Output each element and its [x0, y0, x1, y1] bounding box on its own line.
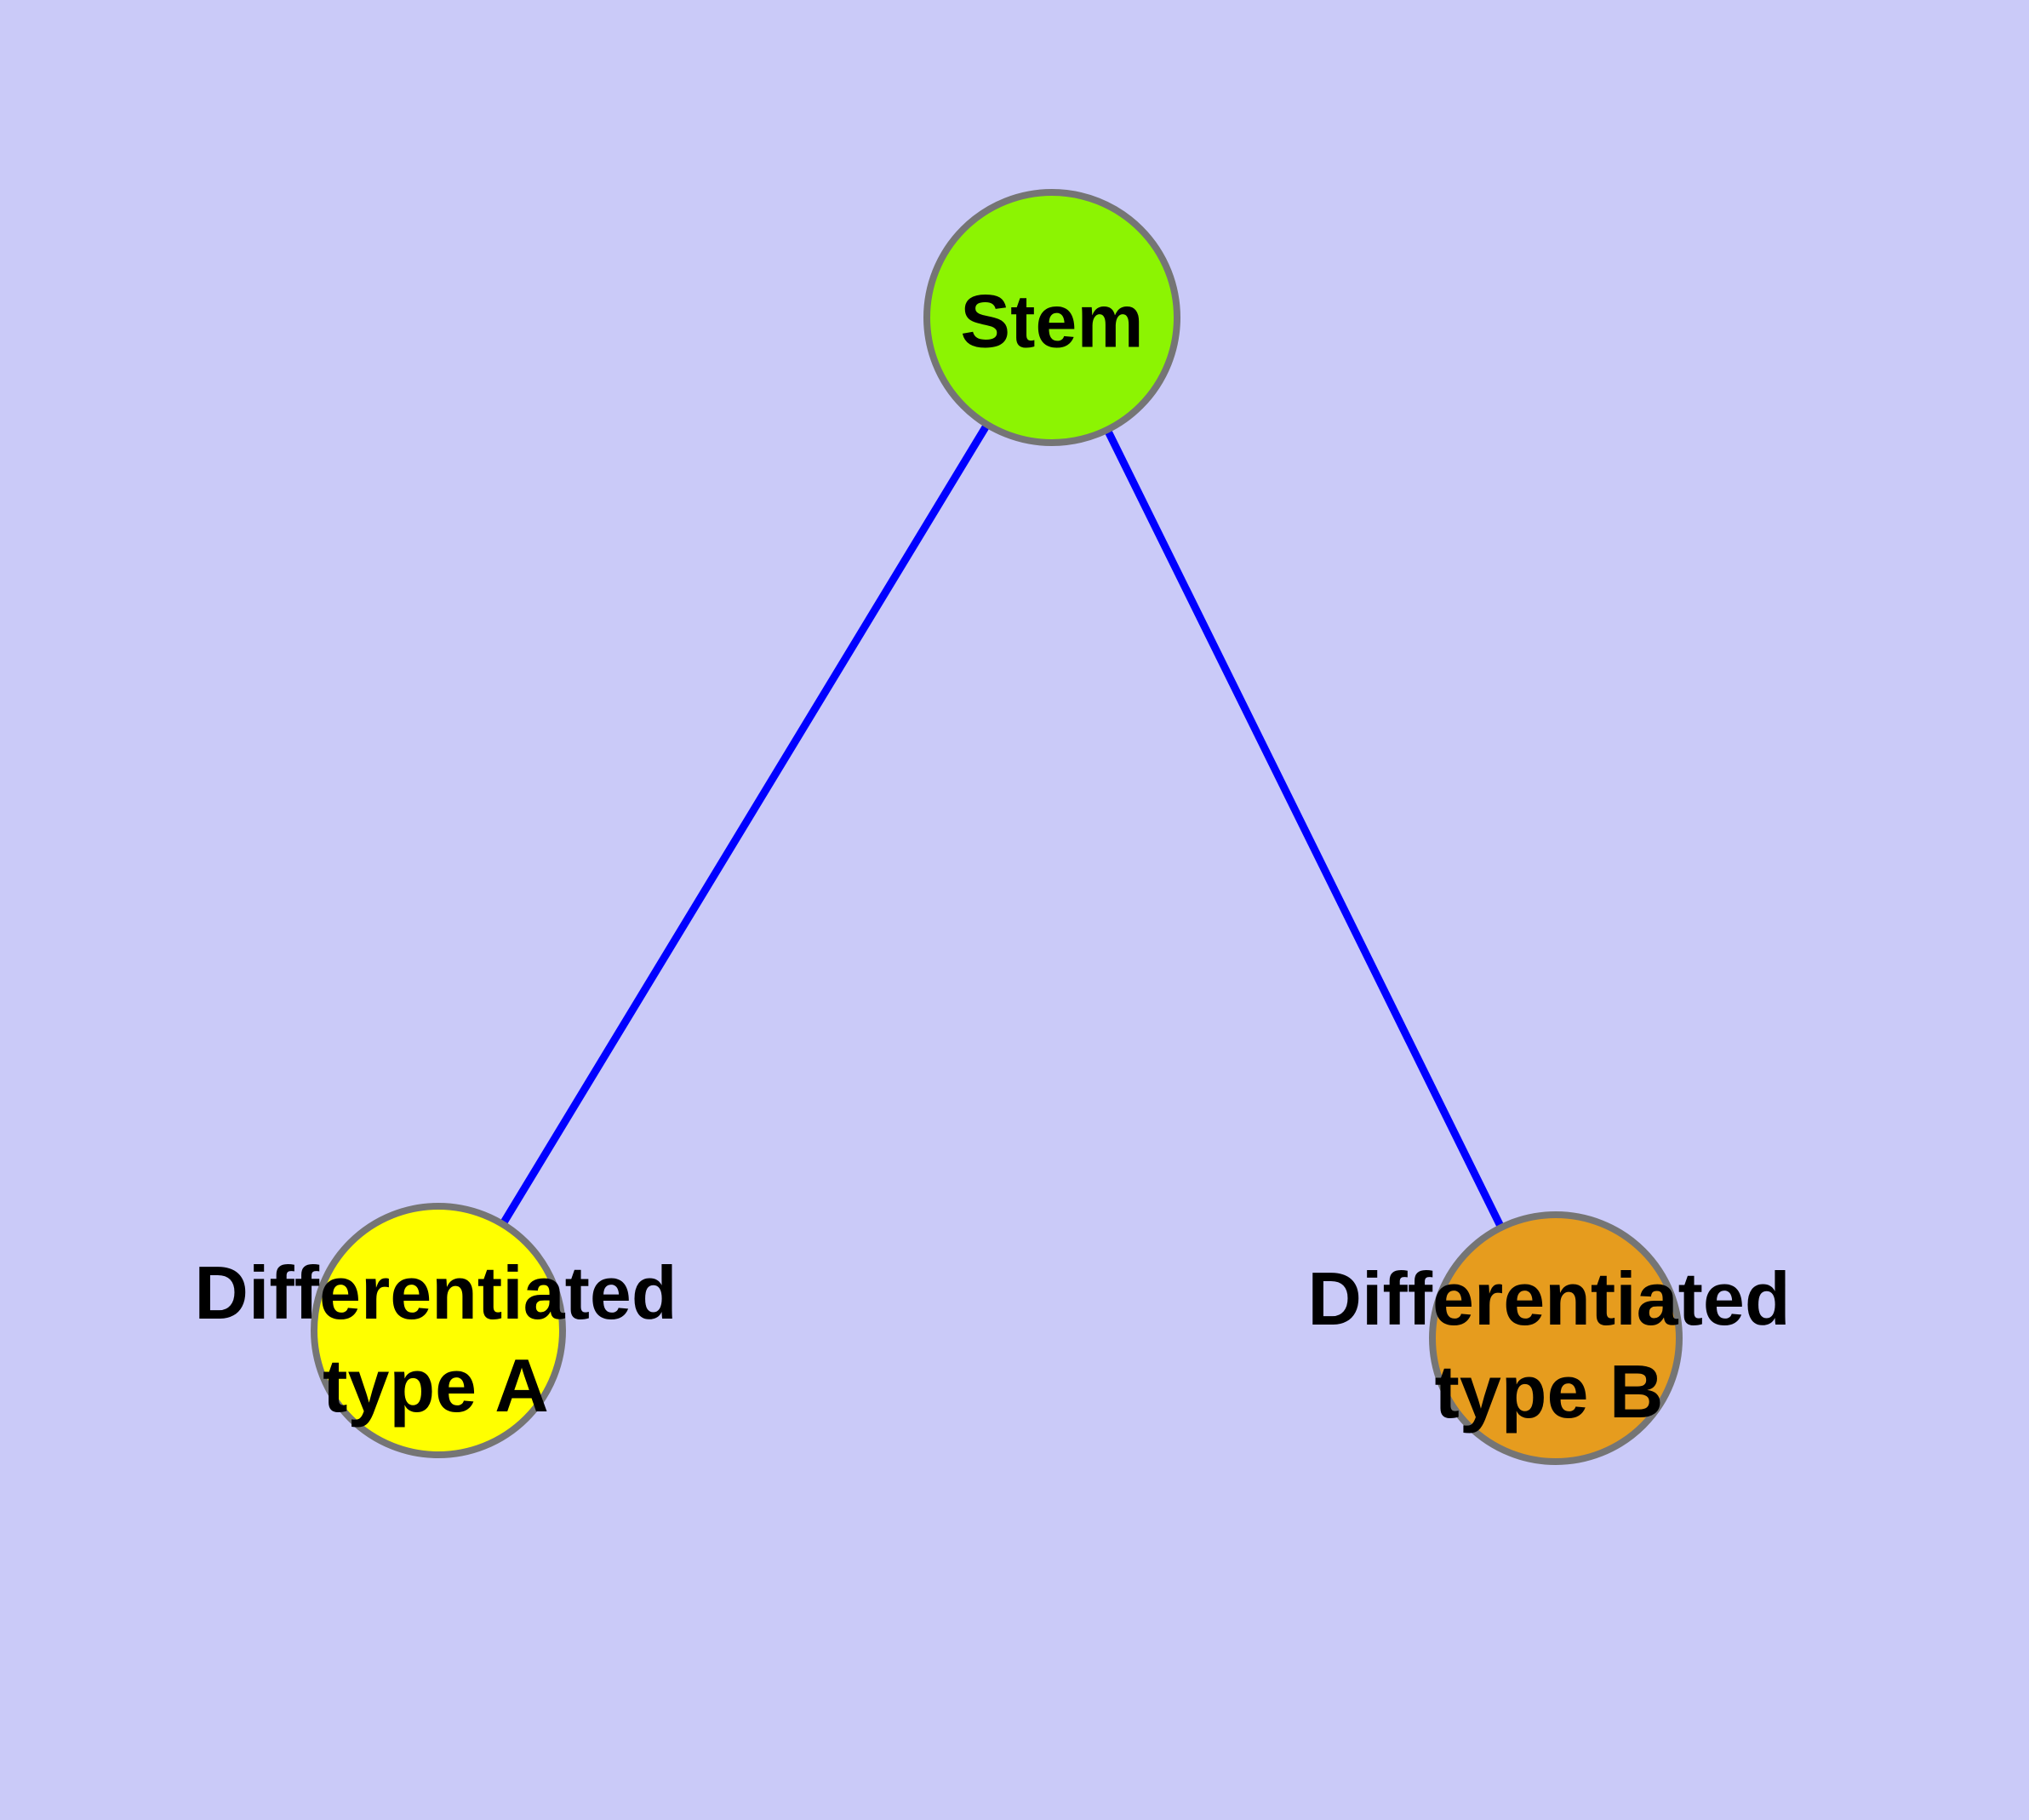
- node-type-b-circle: [1429, 1211, 1683, 1465]
- node-type-b-label-line1: Differentiated: [1307, 1256, 1791, 1341]
- node-type-b-label: Differentiated type B: [1307, 1252, 1790, 1438]
- node-type-a-label-line2: type A: [323, 1343, 549, 1428]
- node-stem-circle: [923, 189, 1180, 446]
- edge-stem-to-type-a: [435, 315, 1055, 1333]
- node-type-a-label-line1: Differentiated: [194, 1251, 677, 1335]
- node-type-a-label: Differentiated type A: [194, 1246, 677, 1432]
- node-stem-label: Stem: [960, 278, 1144, 363]
- edge-stem-to-type-b: [1048, 316, 1560, 1340]
- node-type-a-circle: [311, 1203, 566, 1458]
- node-type-b-label-line2: type B: [1434, 1349, 1664, 1434]
